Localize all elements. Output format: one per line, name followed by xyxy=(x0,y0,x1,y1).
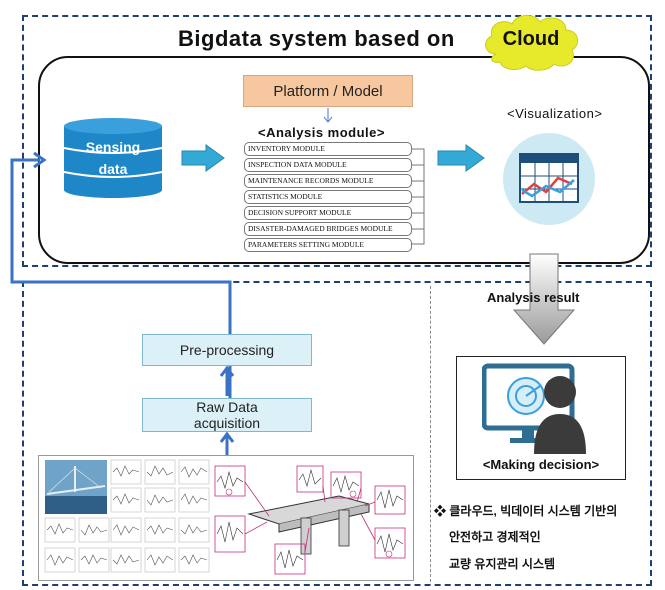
visualization-title: <Visualization> xyxy=(507,106,603,121)
analysis-result-arrow xyxy=(512,253,576,345)
sensing-label-line1: Sensing xyxy=(85,139,141,155)
sensor-signal-collage xyxy=(44,459,406,575)
sensing-label-line2: data xyxy=(98,161,128,177)
dashboard-chart-icon xyxy=(503,133,595,225)
module-inspection-data: INSPECTION DATA MODULE xyxy=(244,158,412,172)
cloud-label: Cloud xyxy=(502,28,560,50)
feedback-connector xyxy=(10,151,232,425)
arrow-right-icon xyxy=(181,144,225,172)
database-icon xyxy=(63,118,163,198)
arrow-down-icon xyxy=(323,108,333,123)
module-statistics: STATISTICS MODULE xyxy=(244,190,412,204)
korean-note-text1: 클라우드, 빅데이터 시스템 기반의 xyxy=(449,504,618,518)
arrow-up-icon xyxy=(219,432,235,456)
raw-data-line1: Raw Data xyxy=(196,399,258,415)
preprocessing-box: Pre-processing xyxy=(142,334,312,366)
cloud-system-frame xyxy=(22,15,652,267)
module-bracket xyxy=(412,148,425,245)
section-divider xyxy=(430,286,431,582)
module-inventory: INVENTORY MODULE xyxy=(244,142,412,156)
analysis-result-label: Analysis result xyxy=(487,290,580,305)
raw-data-box: Raw Data acquisition xyxy=(142,398,312,432)
arrow-up-icon xyxy=(219,366,235,396)
raw-data-line2: acquisition xyxy=(193,415,261,431)
sensing-data-label: Sensing data xyxy=(64,136,162,180)
module-maintenance-records: MAINTENANCE RECORDS MODULE xyxy=(244,174,412,188)
korean-note-line3: 교량 유지관리 시스템 xyxy=(449,557,556,571)
bullet-icon: ❖ xyxy=(434,504,447,518)
diagram-title: Bigdata system based on xyxy=(178,26,455,51)
module-decision-support: DECISION SUPPORT MODULE xyxy=(244,206,412,220)
module-parameters-setting: PARAMETERS SETTING MODULE xyxy=(244,238,412,252)
korean-note-line2: 안전하고 경제적인 xyxy=(449,530,541,544)
module-disaster-damaged-bridges: DISASTER-DAMAGED BRIDGES MODULE xyxy=(244,222,412,236)
analysis-module-title: <Analysis module> xyxy=(258,125,385,140)
arrow-right-icon xyxy=(437,144,485,172)
making-decision-label: <Making decision> xyxy=(482,457,600,472)
sensor-data-panel xyxy=(38,455,414,581)
platform-model-box: Platform / Model xyxy=(243,75,413,107)
analyst-monitor-icon xyxy=(482,363,586,454)
korean-note-line1: ❖ 클라우드, 빅데이터 시스템 기반의 xyxy=(434,502,617,519)
cloud-icon xyxy=(485,15,579,71)
acquisition-frame xyxy=(22,281,652,586)
